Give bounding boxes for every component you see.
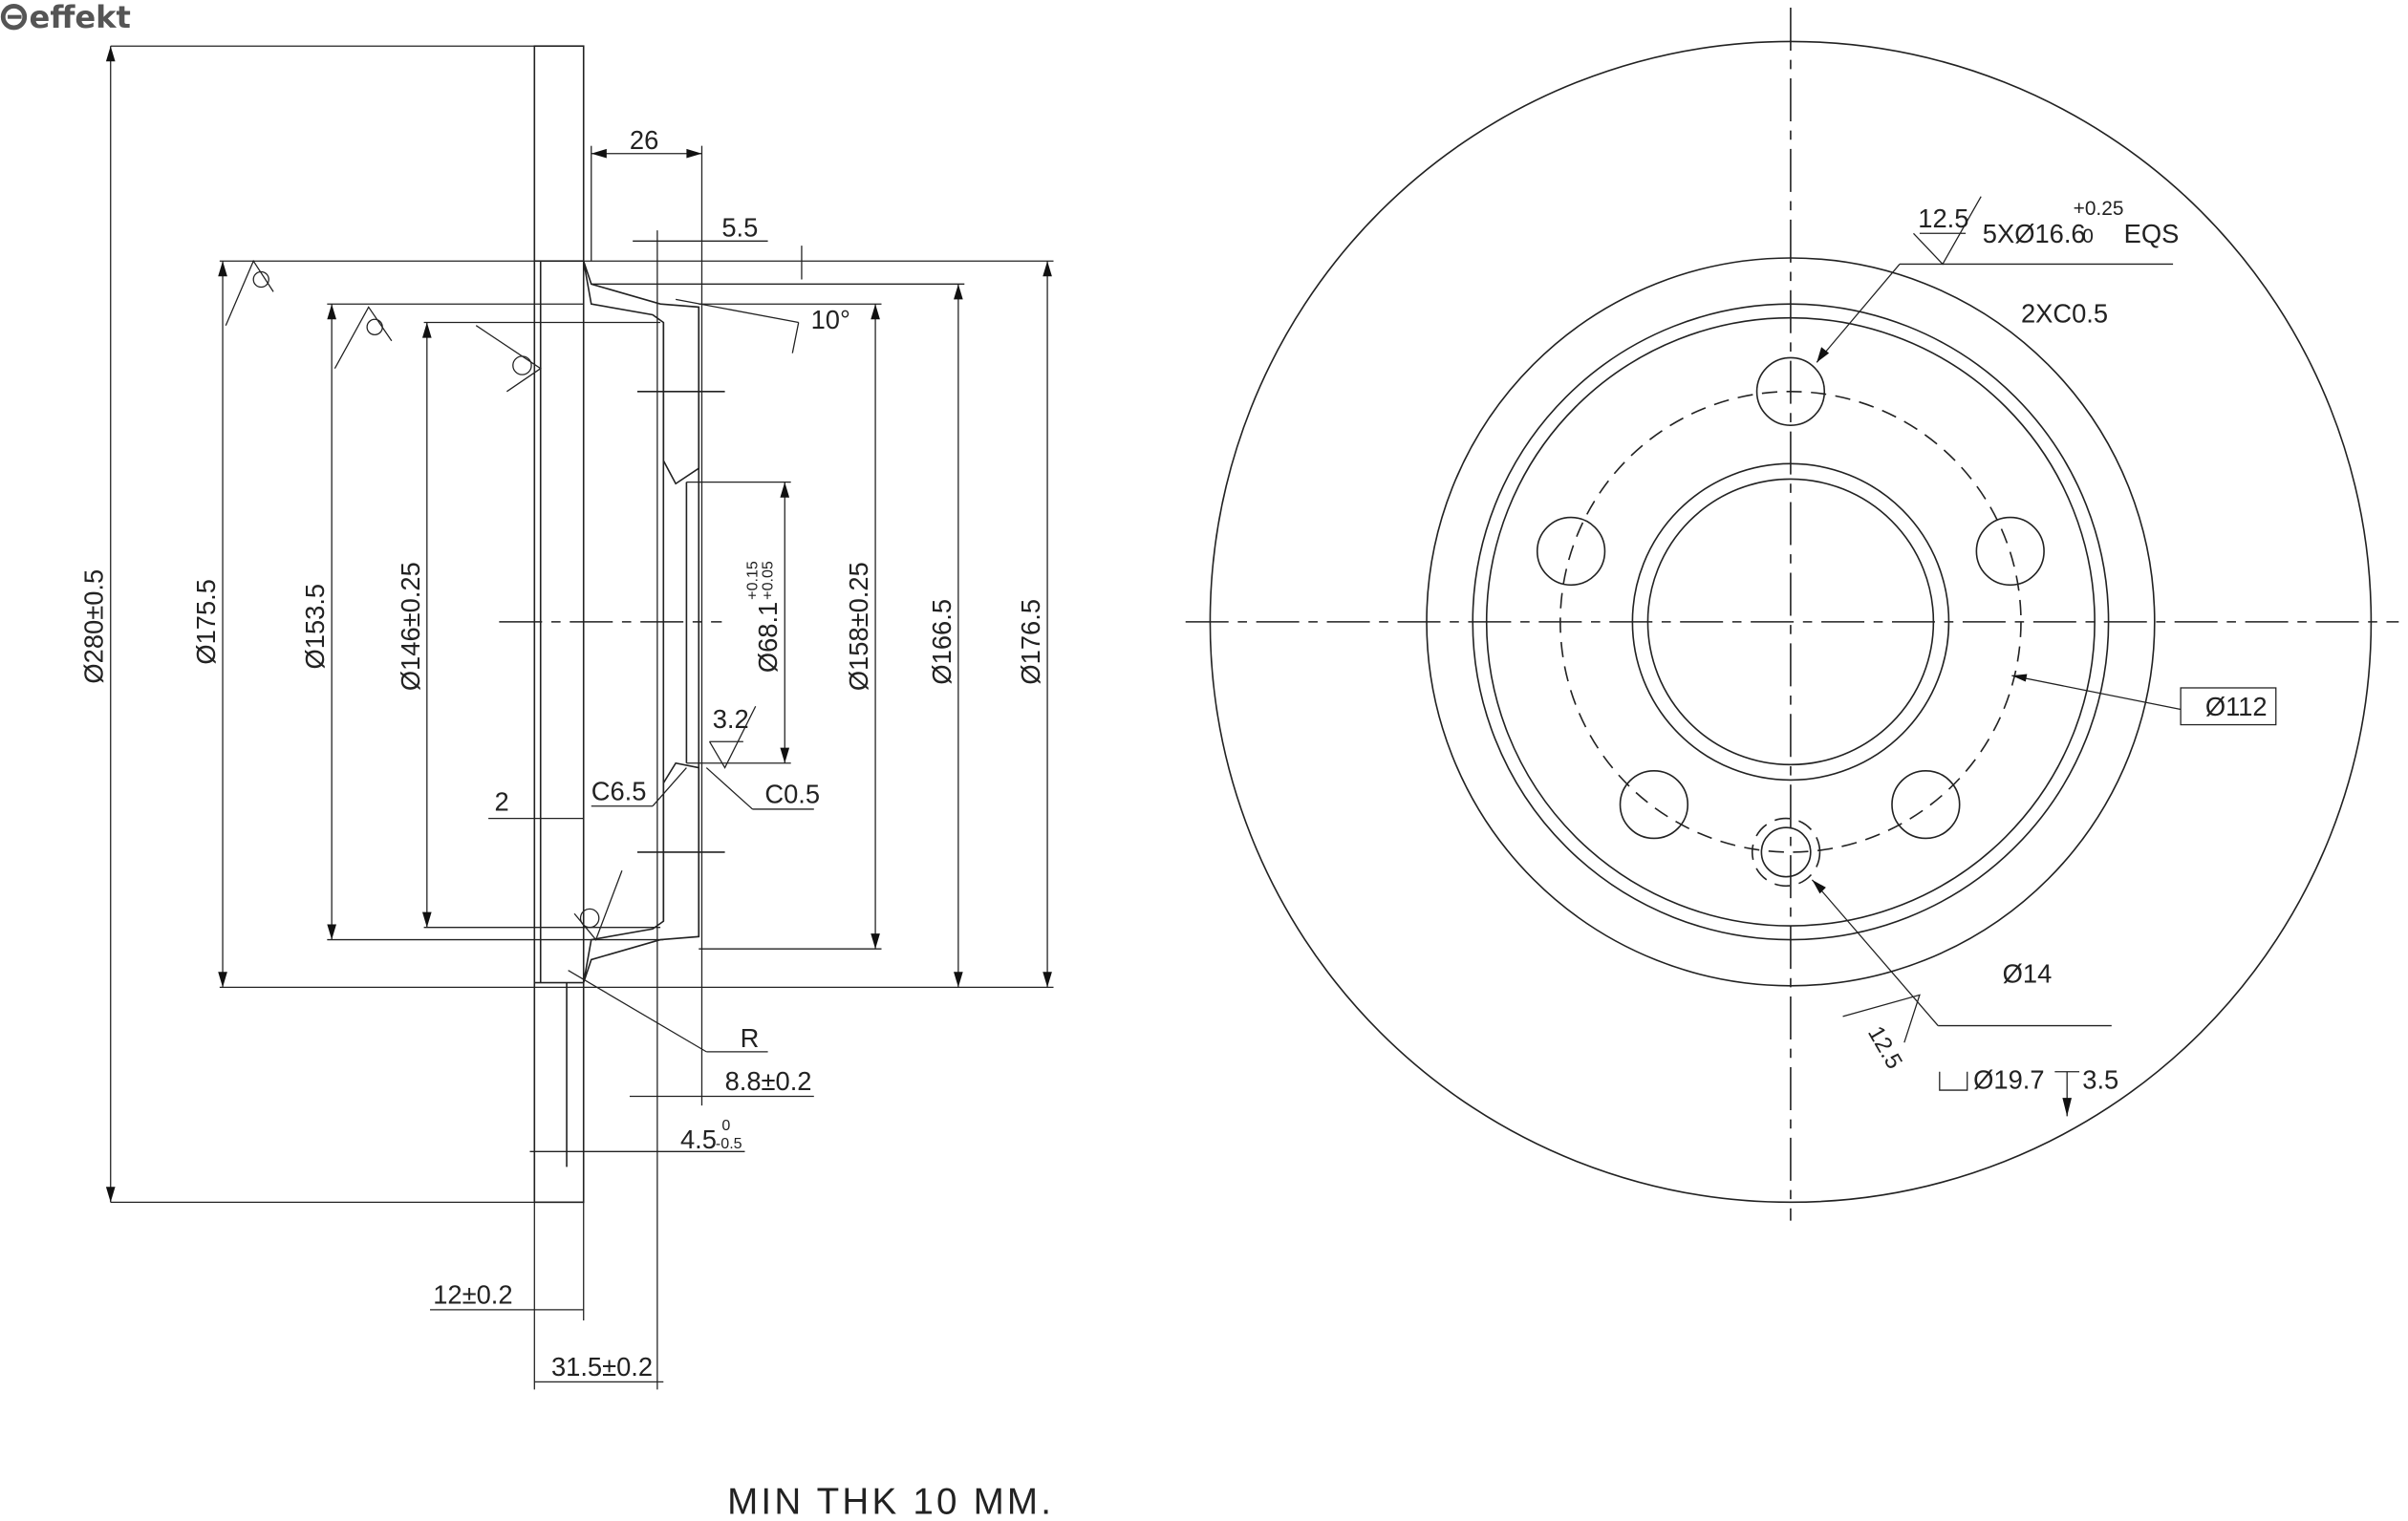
dim-153-5: Ø153.5 (300, 584, 330, 670)
counterbore: Ø19.7 (1973, 1064, 2044, 1094)
hub-section-top (582, 260, 700, 485)
disc-wall-section-lower (533, 981, 585, 1204)
hat-outer-circle (1426, 257, 2156, 987)
min-thickness-note: MIN THK 10 MM. (727, 1482, 1054, 1521)
holes-tol-lower: 0 (2082, 225, 2094, 247)
dim-4-5-tol-upper: 0 (721, 1117, 730, 1134)
hub-bore-inner (1646, 478, 1935, 766)
chamfer-c6-5: C6.5 (591, 776, 647, 805)
dim-26: 26 (630, 125, 658, 155)
dim-176-5: Ø176.5 (1016, 599, 1045, 685)
dim-158: Ø158±0.25 (844, 562, 873, 691)
dim-4-5-tol-lower: -0.5 (716, 1135, 742, 1152)
angle-10: 10° (811, 305, 850, 334)
dim-68-1-tol-upper: +0.15 (743, 561, 761, 600)
holes-callout: 5XØ16.6 (1983, 219, 2086, 248)
roughness-12-5-bottom: 12.5 (1862, 1021, 1907, 1073)
disc-wall-section (533, 45, 585, 263)
dim-12: 12±0.2 (433, 1279, 512, 1309)
hole-14: Ø14 (2003, 959, 2053, 989)
front-view: 12.5 5XØ16.6 +0.25 0 EQS 2XC0.5 Ø112 Ø14… (1185, 8, 2399, 1221)
dim-68-1: Ø68.1 (753, 602, 783, 673)
dim-280: Ø280±0.5 (79, 569, 109, 684)
counterbore-depth: 3.5 (2082, 1064, 2118, 1094)
chamfer-2xc0-5: 2XC0.5 (2021, 298, 2108, 328)
holes-eqs: EQS (2124, 219, 2180, 248)
pcd-112: Ø112 (2205, 692, 2268, 721)
dim-146: Ø146±0.25 (396, 562, 425, 691)
dim-68-1-tol-lower: +0.05 (759, 561, 776, 600)
hub-section-bottom (582, 761, 700, 983)
pcd-box (2180, 687, 2277, 726)
effekt-logo: effekt (0, 0, 131, 35)
dim-4-5: 4.5 (680, 1125, 717, 1154)
logo-text: effekt (30, 0, 131, 35)
dim-5-5: 5.5 (721, 212, 758, 242)
pcd-circle (1559, 391, 2022, 853)
dim-31-5: 31.5±0.2 (551, 1352, 653, 1382)
roughness-3-2: 3.2 (713, 704, 749, 734)
dim-166-5: Ø166.5 (927, 599, 957, 685)
bolt-holes (1536, 356, 2045, 888)
roughness-symbol (225, 259, 757, 941)
hub-bore-outer (1631, 462, 1950, 782)
section-view: Ø280±0.5 Ø175.5 Ø153.5 Ø146±0.25 Ø68.1 +… (79, 45, 1054, 1390)
radius-r: R (741, 1023, 760, 1053)
roughness-12-5-top: 12.5 (1918, 204, 1968, 233)
dim-2: 2 (495, 787, 509, 817)
dim-175-5: Ø175.5 (191, 579, 221, 665)
chamfer-c0-5: C0.5 (764, 780, 820, 809)
dim-8-8: 8.8±0.2 (725, 1066, 812, 1096)
holes-tol-upper: +0.25 (2074, 198, 2124, 220)
disc-outer-circle (1209, 40, 2373, 1204)
